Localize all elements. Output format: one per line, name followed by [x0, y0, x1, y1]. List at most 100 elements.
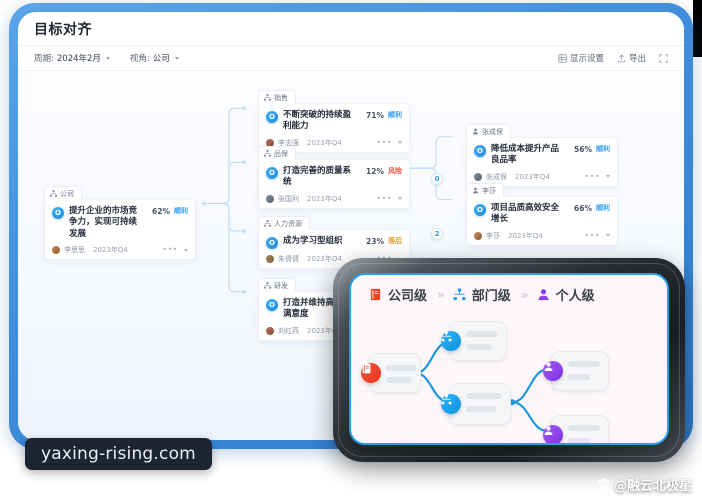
okr-card[interactable]: O 不断突破的持续盈利能力 71% 顺利 李志强 2: [258, 103, 410, 153]
level-department-label: 部门级: [471, 289, 511, 304]
node-owner-tab: 张成保: [466, 124, 511, 138]
chevron-down-icon[interactable]: [606, 234, 610, 238]
node-dept-label: 销售: [274, 93, 288, 102]
chevron-down-icon: [105, 56, 110, 60]
progress-percent: 71%: [366, 110, 384, 120]
more-actions-button[interactable]: •••: [162, 245, 178, 255]
node-dept-label: 人力资源: [274, 219, 302, 228]
okr-card[interactable]: O 提升企业的市场竞争力，实现可持续发展 62% 顺利 李思思: [44, 199, 196, 261]
level-company-label: 公司级: [388, 289, 428, 304]
org-chart-icon: [264, 150, 271, 157]
avatar: [52, 246, 60, 255]
okr-node-person-zhangchengbao[interactable]: 张成保 O 降低成本提升产品良品率 56% 顺利: [466, 124, 618, 187]
mini-node-individual-2: [543, 415, 609, 443]
watermark-right-label: @融云北极星: [613, 479, 692, 494]
display-settings-button[interactable]: 显示设置: [558, 52, 604, 64]
child-count-badge[interactable]: 2: [431, 228, 443, 240]
perspective-filter[interactable]: 视角: 公司: [130, 52, 179, 64]
chevron-right-icon: »: [437, 287, 445, 302]
progress-block: 62% 顺利: [148, 206, 188, 216]
objective-title: 打造并维持高客户满意度: [283, 298, 352, 320]
okr-card[interactable]: O 降低成本提升产品良品率 56% 顺利 张成保 2: [466, 137, 618, 187]
org-chart-icon: [50, 190, 57, 197]
node-dept-tab: 公司: [44, 186, 82, 200]
chevron-down-icon[interactable]: [398, 197, 402, 201]
more-actions-button[interactable]: •••: [376, 137, 392, 147]
org-chart-icon: [441, 394, 461, 414]
progress-percent: 23%: [366, 236, 384, 246]
progress-block: 66% 顺利: [570, 203, 610, 213]
node-owner-tab: 李莎: [466, 183, 504, 197]
progress-block: 71% 顺利: [362, 110, 402, 120]
app-header: 目标对齐: [18, 12, 684, 46]
watermark-left: yaxing-rising.com: [25, 438, 212, 470]
chevron-down-icon: [174, 56, 179, 60]
chevron-down-icon[interactable]: [184, 248, 188, 252]
status-badge: 顺利: [388, 111, 402, 119]
okr-node-person-lisha[interactable]: 李莎 O 项目品质高效安全增长 66% 顺利: [466, 183, 618, 246]
status-badge: 顺利: [596, 145, 610, 153]
period-label: 2023年Q4: [508, 231, 543, 240]
paw-icon: [596, 477, 611, 492]
chevron-down-icon[interactable]: [606, 175, 610, 179]
objective-badge: O: [266, 167, 278, 179]
org-chart-icon: [264, 94, 271, 101]
toolbar: 周期: 2024年2月 视角: 公司 显示设置: [18, 46, 684, 71]
period-label: 2023年Q4: [93, 246, 128, 255]
fullscreen-icon: [659, 53, 668, 63]
overlay-steps: 公司级 » 部门级 » 个人级: [351, 275, 667, 304]
avatar: [474, 172, 482, 181]
okr-card[interactable]: O 打造完善的质量系统 12% 风险 张国利 202: [258, 159, 410, 209]
level-department[interactable]: 部门级: [453, 285, 511, 304]
node-dept-tab: 销售: [258, 90, 296, 104]
export-label: 导出: [628, 54, 646, 64]
perspective-filter-label: 视角:: [129, 54, 150, 64]
export-button[interactable]: 导出: [617, 52, 646, 64]
person-icon: [543, 361, 563, 381]
progress-block: 23% 落后: [362, 236, 402, 246]
owner-name: 李思思: [64, 246, 85, 255]
period-label: 2023年Q4: [307, 326, 342, 335]
more-actions-button[interactable]: •••: [584, 171, 600, 181]
period-label: 2023年Q4: [307, 138, 342, 147]
more-actions-button[interactable]: •••: [376, 193, 392, 203]
child-count-badge[interactable]: 0: [431, 173, 443, 185]
period-label: 2023年Q4: [307, 255, 342, 263]
objective-badge: O: [474, 204, 486, 216]
watermark-right: @融云北极星: [596, 475, 692, 494]
mini-node-company: [361, 353, 421, 393]
status-badge: 顺利: [174, 207, 188, 215]
node-owner-label: 张成保: [482, 127, 503, 136]
objective-title: 项目品质高效安全增长: [491, 203, 560, 225]
okr-node-quality[interactable]: 品保 O 打造完善的质量系统 12% 风险: [258, 146, 410, 209]
avatar: [266, 194, 274, 203]
avatar: [266, 326, 274, 335]
period-filter[interactable]: 周期: 2024年2月: [34, 52, 110, 64]
more-actions-button[interactable]: •••: [584, 230, 600, 240]
okr-node-root[interactable]: 公司 O 提升企业的市场竞争力，实现可持续发展 62% 顺利: [44, 186, 196, 261]
owner-name: 刘红燕: [278, 326, 299, 335]
period-label: 2023年Q4: [307, 194, 342, 203]
level-company[interactable]: 公司级: [369, 285, 427, 304]
person-icon: [537, 288, 550, 301]
mini-node-department-2: [441, 383, 511, 425]
okr-card[interactable]: O 项目品质高效安全增长 66% 顺利 李莎 202: [466, 196, 618, 246]
objective-badge: O: [52, 207, 64, 219]
period-filter-label: 周期:: [34, 54, 54, 64]
perspective-filter-value: 公司: [152, 54, 170, 64]
node-dept-tab: 研发: [258, 278, 296, 292]
overlay-mini-diagram: [351, 309, 667, 443]
mini-node-individual-1: [543, 351, 609, 391]
alignment-levels-overlay[interactable]: 公司级 » 部门级 » 个人级: [349, 273, 669, 445]
objective-title: 打造完善的质量系统: [283, 166, 352, 188]
chevron-down-icon[interactable]: [398, 141, 402, 145]
fullscreen-button[interactable]: [659, 53, 668, 63]
okr-node-sales[interactable]: 销售 O 不断突破的持续盈利能力 71% 顺利: [258, 90, 410, 153]
org-chart-icon: [441, 331, 461, 351]
objective-badge: O: [266, 237, 278, 249]
objective-title: 提升企业的市场竞争力，实现可持续发展: [69, 206, 138, 239]
level-individual[interactable]: 个人级: [537, 285, 595, 304]
person-icon: [472, 187, 479, 194]
screen-edge-gap: [693, 0, 702, 57]
grid-settings-icon: [558, 53, 567, 63]
